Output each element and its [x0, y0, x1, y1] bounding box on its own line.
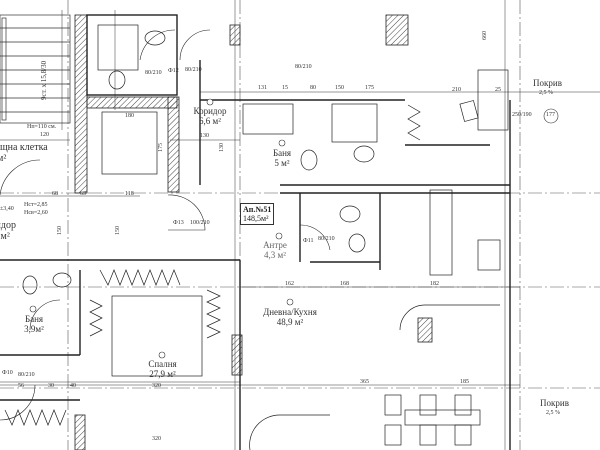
dimension-label: 65 — [80, 191, 86, 197]
railing-height-note: Hп=110 см. — [27, 124, 57, 130]
window-tag: 177 — [546, 112, 555, 118]
staircase — [0, 14, 71, 124]
door-tag: Ф13 — [173, 220, 184, 226]
dimension-label: 320 — [152, 383, 161, 389]
apartment-badge: Ап.№51 148,5м² — [240, 203, 275, 225]
dimension-label: 120 — [40, 132, 49, 138]
apartment-number: Ап.№51 — [243, 205, 272, 214]
dimension-label: 660 — [482, 31, 488, 40]
roof-label-upper: Покрив 2,5 % — [533, 78, 562, 96]
dimension-label: 118 — [125, 191, 134, 197]
door-swings — [0, 29, 331, 421]
height-note-hsv: Hсв=2,60 — [24, 210, 48, 216]
height-note-hst: Hст=2,85 — [24, 202, 48, 208]
dimension-label: 130 — [219, 143, 225, 152]
dimension-label: 320 — [152, 436, 161, 442]
dimension-label: 182 — [430, 281, 439, 287]
dimension-label: 168 — [340, 281, 349, 287]
door-label: 80/210 — [185, 67, 202, 73]
dimension-label: 130 — [200, 133, 209, 139]
door-label: 100/210 — [190, 220, 210, 226]
door-label: 80/210 — [295, 64, 312, 70]
apartment-area: 148,5м² — [243, 214, 269, 223]
door-tag: Ф11 — [303, 238, 314, 244]
room-number-circles — [29, 98, 559, 359]
dimension-label: 185 — [460, 379, 469, 385]
load-bearing-walls — [74, 14, 433, 450]
dimension-label: 15 — [282, 85, 288, 91]
room-label-common-corridor: ...идор...2м² — [0, 220, 16, 242]
dimension-label: 365 — [360, 379, 369, 385]
dimension-label: 150 — [335, 85, 344, 91]
door-label: 80/210 — [18, 372, 35, 378]
dimension-label: 180 — [125, 113, 134, 119]
dimension-label: 80 — [310, 85, 316, 91]
window-size-note: 250/190 — [512, 112, 532, 118]
dimension-label: 162 — [285, 281, 294, 287]
dimension-label: 56 — [18, 383, 24, 389]
door-label: 80/210 — [318, 236, 335, 242]
dimension-label: 40 — [70, 383, 76, 389]
dimension-label: 210 — [452, 87, 461, 93]
room-label-stairwell: ...бищна клетка...9 м² — [0, 142, 48, 164]
dimension-label: 175 — [365, 85, 374, 91]
dimension-label: 150 — [115, 226, 121, 235]
door-tag: Ф10 — [2, 370, 13, 376]
dimension-label: 30 — [48, 383, 54, 389]
stairs-note: 9ст. x 15,8/30 — [40, 60, 48, 100]
partition-walls — [0, 14, 511, 450]
roof-label-lower: Покрив 2,5 % — [540, 398, 569, 416]
wardrobes — [4, 104, 421, 426]
dimension-label: 150 — [57, 226, 63, 235]
door-tag: Ф12 — [168, 68, 179, 74]
dimension-label: 68 — [52, 191, 58, 197]
fixtures — [22, 24, 509, 450]
door-label: 80/210 — [145, 70, 162, 76]
dimension-label: 131 — [258, 85, 267, 91]
dimension-label: 175 — [158, 143, 164, 152]
floor-level-note: ±3,40 — [0, 206, 14, 212]
dimension-label: 25 — [495, 87, 501, 93]
